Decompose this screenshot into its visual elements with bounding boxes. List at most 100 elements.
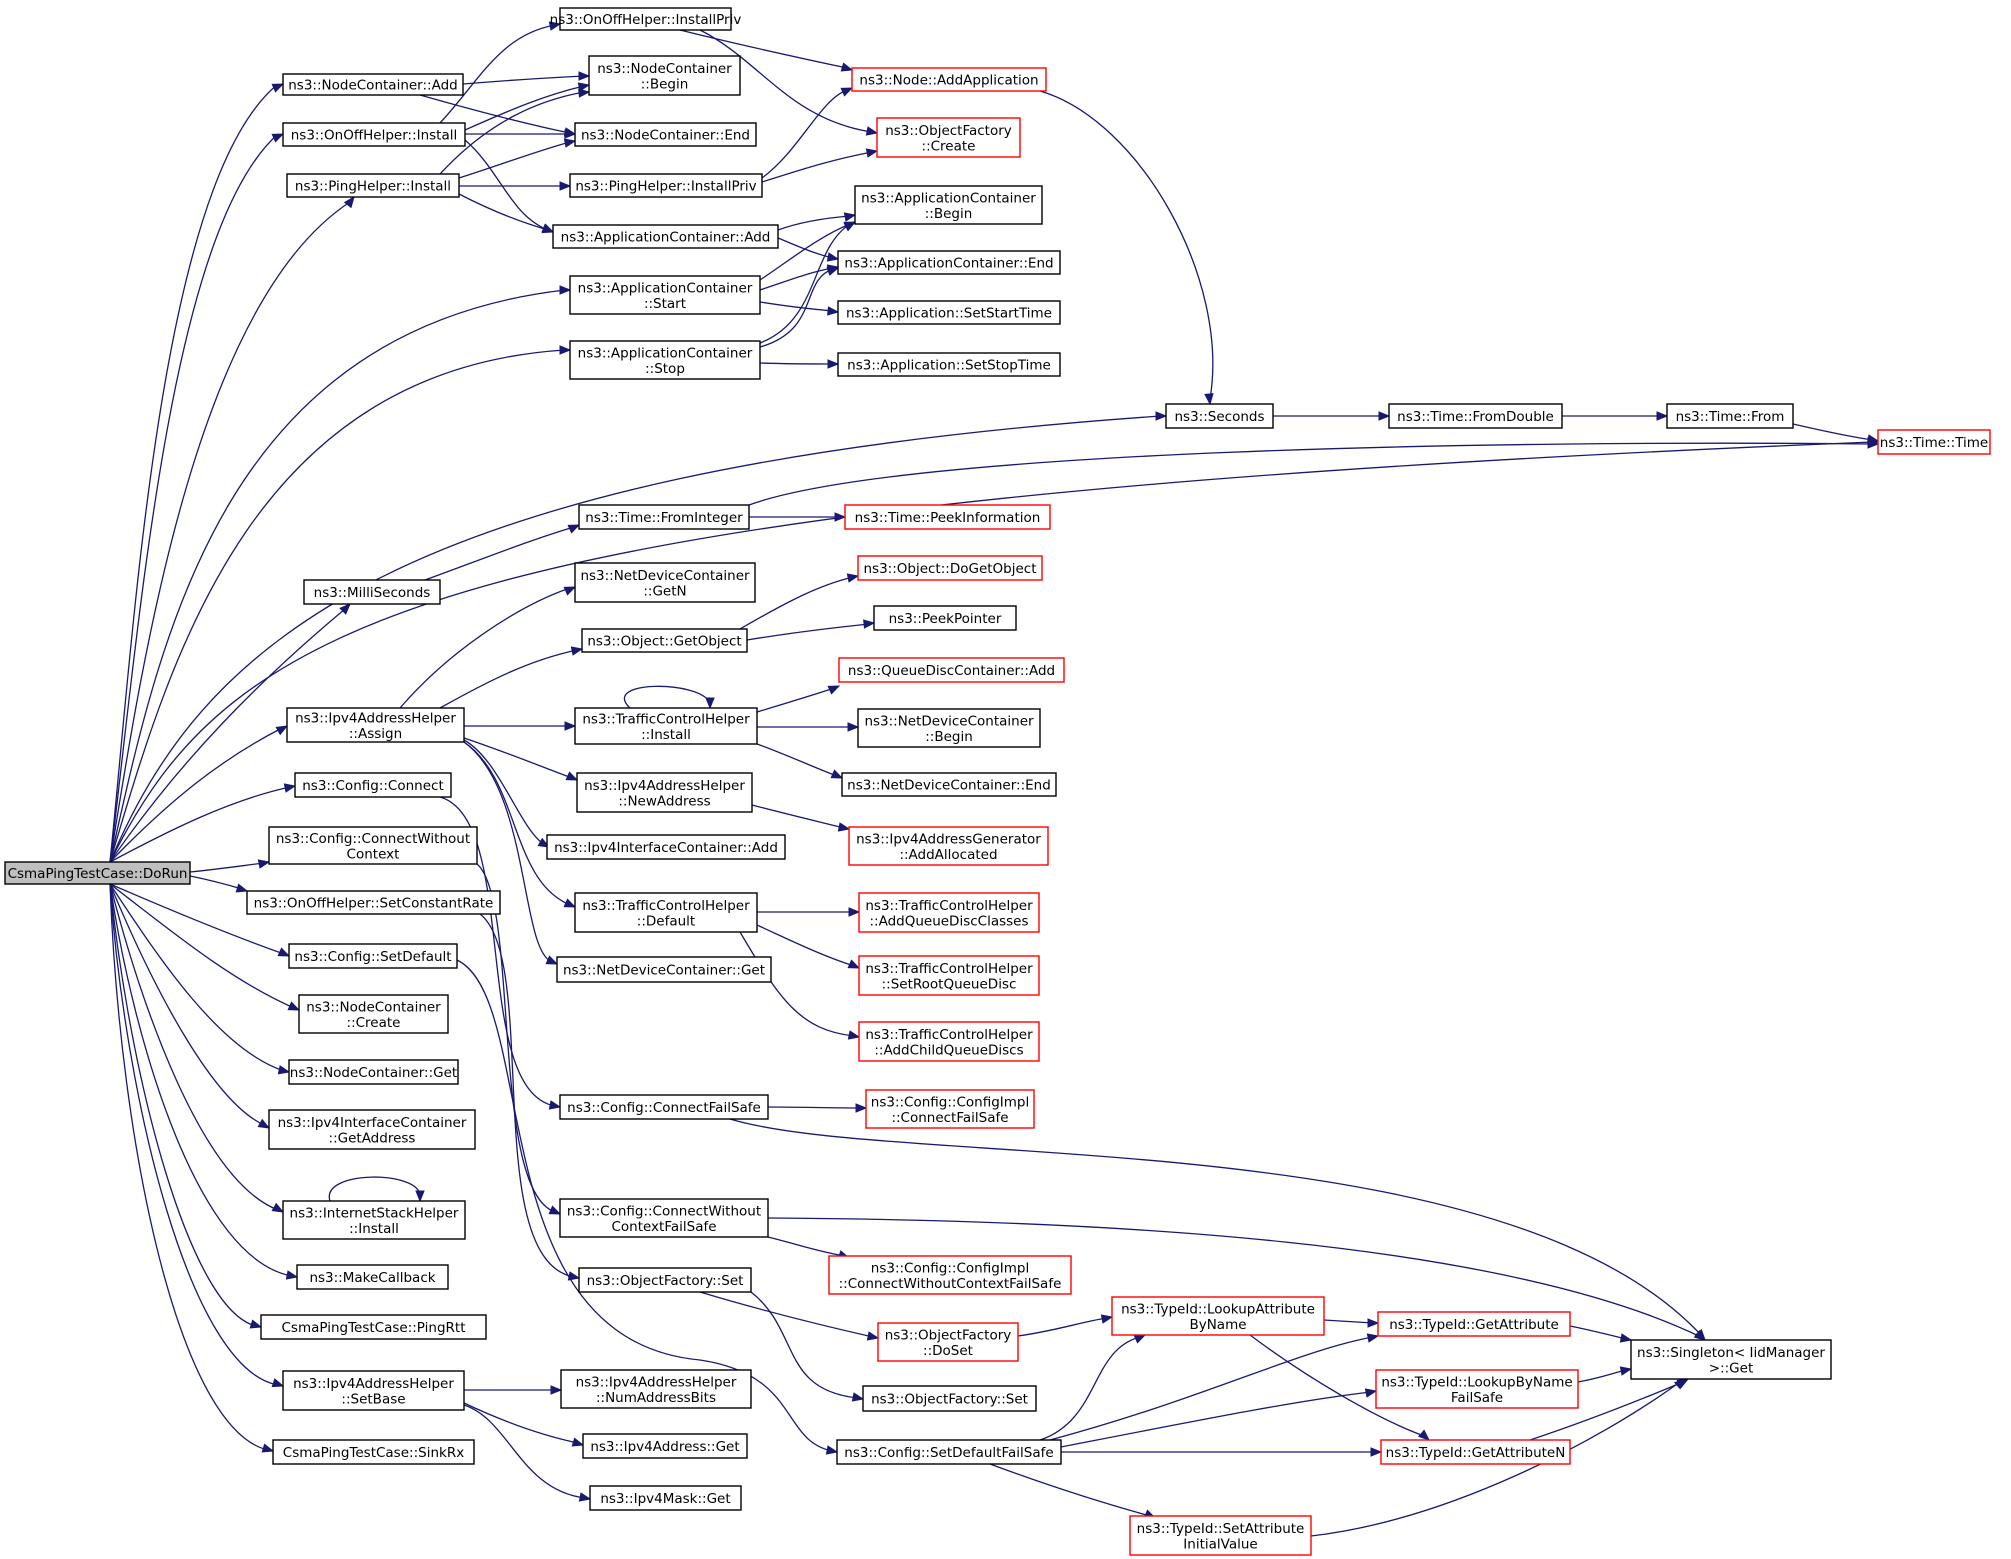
node-ipv4ah-numbits[interactable]: ns3::Ipv4AddressHelper::NumAddressBits — [560, 1369, 752, 1409]
edge-obj_getobject-to-obj_dogetobject — [739, 573, 860, 630]
edge-ish_install-to-ish_install — [328, 1176, 425, 1203]
node-cfg-connect[interactable]: ns3::Config::Connect — [294, 772, 452, 798]
edge-onoff_installpriv-to-of_create — [699, 29, 879, 136]
node-of-doset[interactable]: ns3::ObjectFactory::DoSet — [877, 1322, 1019, 1362]
node-of-set2[interactable]: ns3::ObjectFactory::Set — [862, 1385, 1037, 1412]
node-time-from[interactable]: ns3::Time::From — [1666, 403, 1794, 429]
node-nc-get[interactable]: ns3::NodeContainer::Get — [288, 1059, 459, 1085]
edge-root-to-ipv4ic_getaddr — [109, 883, 271, 1129]
node-milliseconds[interactable]: ns3::MilliSeconds — [303, 579, 441, 605]
node-time-frominteger[interactable]: ns3::Time::FromInteger — [578, 504, 750, 530]
node-ac-add[interactable]: ns3::ApplicationContainer::Add — [552, 224, 779, 249]
node-ipv4ah-setbase[interactable]: ns3::Ipv4AddressHelper::SetBase — [282, 1370, 465, 1411]
node-ipv4ic-add[interactable]: ns3::Ipv4InterfaceContainer::Add — [546, 834, 786, 860]
node-time-fromdouble[interactable]: ns3::Time::FromDouble — [1388, 403, 1563, 429]
node-label: ns3::Config::SetDefaultFailSafe — [844, 1445, 1053, 1461]
node-label: ns3::Singleton< IidManager — [1637, 1345, 1825, 1361]
node-label: ::AddAllocated — [899, 847, 997, 863]
node-ipv4ic-getaddr[interactable]: ns3::Ipv4InterfaceContainer::GetAddress — [268, 1109, 476, 1150]
node-ish-install[interactable]: ns3::InternetStackHelper::Install — [282, 1200, 466, 1240]
node-cfg-setdefaultfs[interactable]: ns3::Config::SetDefaultFailSafe — [836, 1439, 1062, 1465]
edge-ipv4ah_assign-to-obj_getobject — [439, 646, 584, 709]
node-cfg-connfs[interactable]: ns3::Config::ConnectFailSafe — [559, 1094, 769, 1120]
node-nc-begin[interactable]: ns3::NodeContainer::Begin — [588, 55, 741, 96]
node-label: ns3::Time::FromDouble — [1397, 409, 1554, 425]
node-ipv4mask-get[interactable]: ns3::Ipv4Mask::Get — [589, 1485, 742, 1511]
node-app-setstart[interactable]: ns3::Application::SetStartTime — [837, 300, 1061, 325]
node-ipv4addr-get[interactable]: ns3::Ipv4Address::Get — [582, 1433, 748, 1459]
edge-ac_stop-to-ac_end — [759, 266, 840, 348]
node-obj-dogetobject[interactable]: ns3::Object::DoGetObject — [857, 555, 1043, 581]
node-tch-addqdclasses[interactable]: ns3::TrafficControlHelper::AddQueueDiscC… — [858, 892, 1040, 933]
node-box — [574, 892, 758, 933]
node-label: ::Stop — [645, 361, 685, 377]
node-cfgimpl-connfs[interactable]: ns3::Config::ConfigImpl::ConnectFailSafe — [865, 1089, 1035, 1129]
edge-root-to-ish_install — [109, 883, 285, 1213]
edge-ping_install-to-nc_begin — [439, 88, 591, 175]
node-box — [282, 1200, 466, 1240]
node-onoff-install[interactable]: ns3::OnOffHelper::Install — [282, 122, 466, 147]
node-ndc-end[interactable]: ns3::NetDeviceContainer::End — [841, 772, 1057, 797]
edge-root-to-milliseconds — [109, 603, 351, 863]
node-ipv4ag-addalloc[interactable]: ns3::Ipv4AddressGenerator::AddAllocated — [848, 826, 1049, 866]
node-time-peekinfo[interactable]: ns3::Time::PeekInformation — [844, 504, 1051, 530]
node-ping-installpriv[interactable]: ns3::PingHelper::InstallPriv — [569, 173, 763, 198]
node-ac-start[interactable]: ns3::ApplicationContainer::Start — [569, 275, 761, 315]
node-cfg-connwoctx[interactable]: ns3::Config::ConnectWithoutContext — [268, 826, 478, 865]
node-ndc-begin[interactable]: ns3::NetDeviceContainer::Begin — [857, 708, 1041, 748]
node-tch-install[interactable]: ns3::TrafficControlHelper::Install — [574, 707, 758, 745]
node-box — [546, 834, 786, 860]
node-label: ::Default — [637, 913, 695, 929]
node-singleton-get[interactable]: ns3::Singleton< IidManager >::Get — [1630, 1339, 1832, 1380]
node-label: ns3::OnOffHelper::Install — [291, 128, 458, 144]
node-cfg-connwoctxfs[interactable]: ns3::Config::ConnectWithoutContextFailSa… — [559, 1198, 769, 1238]
edge-tid_setattrinit-to-singleton_get — [1310, 1378, 1687, 1537]
node-tch-default[interactable]: ns3::TrafficControlHelper::Default — [574, 892, 758, 933]
node-box — [576, 772, 753, 813]
node-ndc-get[interactable]: ns3::NetDeviceContainer::Get — [556, 956, 772, 983]
node-ac-end[interactable]: ns3::ApplicationContainer::End — [837, 250, 1061, 275]
node-seconds[interactable]: ns3::Seconds — [1165, 403, 1274, 429]
node-of-set[interactable]: ns3::ObjectFactory::Set — [578, 1267, 752, 1293]
node-app-setstop[interactable]: ns3::Application::SetStopTime — [837, 352, 1061, 377]
node-label: ::Assign — [349, 726, 402, 742]
node-ndc-getn[interactable]: ns3::NetDeviceContainer::GetN — [574, 562, 756, 603]
node-tch-addchild[interactable]: ns3::TrafficControlHelper::AddChildQueue… — [858, 1021, 1040, 1062]
node-ac-stop[interactable]: ns3::ApplicationContainer::Stop — [569, 340, 761, 380]
node-label: ns3::NetDeviceContainer::End — [847, 778, 1051, 794]
node-cfg-setdefault[interactable]: ns3::Config::SetDefault — [288, 943, 458, 969]
node-nc-create[interactable]: ns3::NodeContainer::Create — [298, 994, 449, 1034]
node-peekpointer[interactable]: ns3::PeekPointer — [873, 605, 1017, 631]
node-label: ns3::Ipv4AddressHelper — [576, 1374, 737, 1390]
node-cfgimpl-connwoctxfs[interactable]: ns3::Config::ConfigImpl::ConnectWithoutC… — [828, 1255, 1072, 1295]
node-ac-begin[interactable]: ns3::ApplicationContainer::Begin — [854, 185, 1043, 225]
node-tid-getattrn[interactable]: ns3::TypeId::GetAttributeN — [1380, 1439, 1571, 1465]
node-sinkrx[interactable]: CsmaPingTestCase::SinkRx — [272, 1439, 475, 1465]
node-tid-getattr[interactable]: ns3::TypeId::GetAttribute — [1377, 1311, 1571, 1337]
edge-tch_default-to-tch_addqdclasses — [757, 907, 861, 917]
node-label: ns3::Object::DoGetObject — [863, 561, 1036, 577]
node-of-create[interactable]: ns3::ObjectFactory::Create — [876, 117, 1021, 158]
node-makecallback[interactable]: ns3::MakeCallback — [296, 1264, 449, 1290]
node-label: ns3::MakeCallback — [309, 1270, 435, 1286]
node-obj-getobject[interactable]: ns3::Object::GetObject — [581, 628, 748, 653]
node-ping-install[interactable]: ns3::PingHelper::Install — [286, 173, 460, 198]
node-box — [552, 224, 779, 249]
edge-tch_install-to-ndc_end — [756, 743, 844, 779]
node-onoff-installpriv[interactable]: ns3::OnOffHelper::InstallPriv — [550, 7, 742, 31]
node-ipv4ah-newaddr[interactable]: ns3::Ipv4AddressHelper::NewAddress — [576, 772, 753, 813]
node-time-time[interactable]: ns3::Time::Time — [1877, 429, 1991, 455]
node-ipv4ah-assign[interactable]: ns3::Ipv4AddressHelper::Assign — [286, 707, 465, 743]
node-onoff-setrate[interactable]: ns3::OnOffHelper::SetConstantRate — [246, 890, 501, 915]
node-nc-end[interactable]: ns3::NodeContainer::End — [574, 122, 757, 147]
node-node-addapp[interactable]: ns3::Node::AddApplication — [851, 67, 1047, 92]
node-root[interactable]: CsmaPingTestCase::DoRun — [4, 861, 191, 885]
node-qdc-add[interactable]: ns3::QueueDiscContainer::Add — [838, 657, 1065, 683]
node-nc-add[interactable]: ns3::NodeContainer::Add — [282, 73, 464, 96]
node-tch-setroot[interactable]: ns3::TrafficControlHelper::SetRootQueueD… — [858, 955, 1040, 996]
node-pingrtt[interactable]: CsmaPingTestCase::PingRtt — [260, 1314, 487, 1340]
edge-root-to-ac_stop — [109, 345, 572, 863]
